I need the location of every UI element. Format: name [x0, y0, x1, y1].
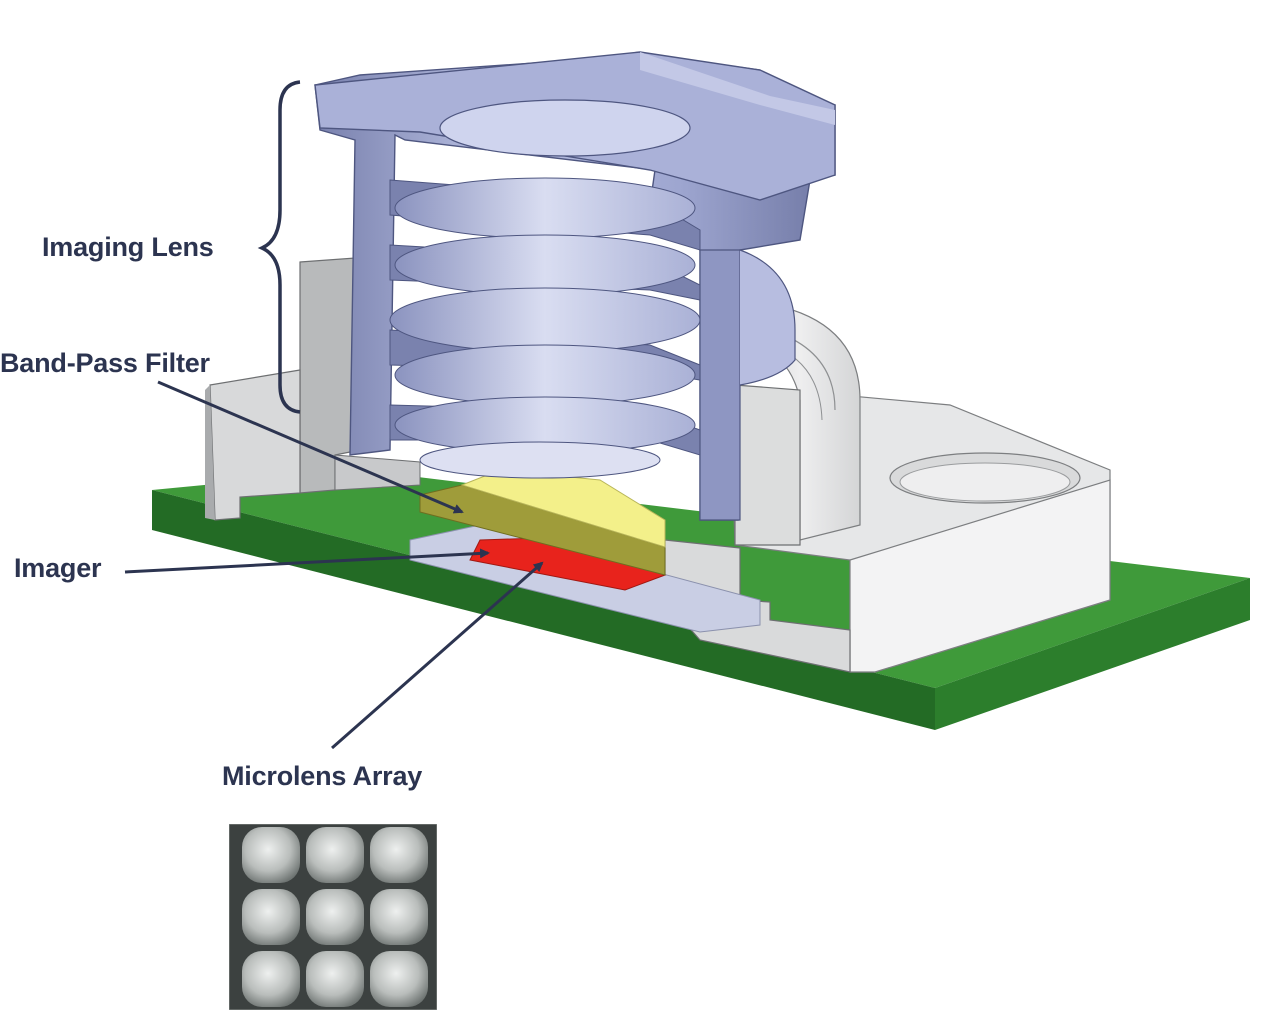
imaging-lens-bracket [257, 80, 301, 414]
microlens-cell [370, 951, 428, 1007]
band-pass-filter-pointer [157, 380, 464, 514]
microlens-array-label: Microlens Array [222, 761, 423, 791]
microlens-cell [370, 827, 428, 883]
imager-label: Imager [14, 553, 102, 583]
lens-housing [205, 257, 1111, 673]
band-pass-filter-label: Band-Pass Filter [0, 348, 210, 378]
imager-stack [409, 469, 761, 633]
microlens-sem-image [229, 824, 437, 1010]
microlens-cell [306, 827, 364, 883]
microlens-cell [242, 827, 300, 883]
imaging-lens-barrel [314, 51, 836, 521]
microlens-cell [242, 951, 300, 1007]
microlens-cell [242, 889, 300, 945]
microlens-array-pointer [331, 561, 544, 750]
microlens-cell [306, 889, 364, 945]
microlens-cell [370, 889, 428, 945]
imaging-lens-label: Imaging Lens [42, 232, 214, 262]
microlens-cell [306, 951, 364, 1007]
imager-pointer [124, 548, 490, 574]
